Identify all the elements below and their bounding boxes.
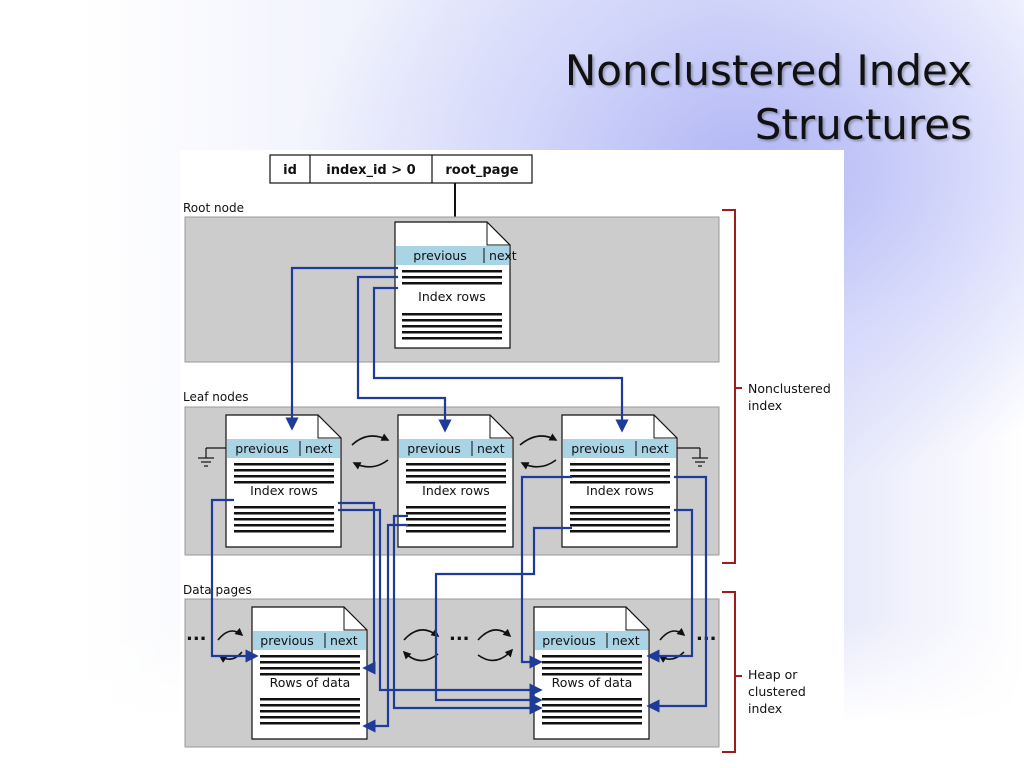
bracket-heap [722, 591, 742, 753]
level-label-leaf: Leaf nodes [183, 390, 248, 404]
bracket-label-heap-1: Heap or [748, 667, 798, 682]
sysindexes-col-id: id [283, 163, 297, 178]
page-body-label: Index rows [422, 483, 490, 498]
data-page-2: previous next Rows of data [533, 606, 650, 740]
page-body-label: Rows of data [552, 675, 633, 690]
page-body-label: Index rows [418, 289, 486, 304]
page-body-label: Index rows [586, 483, 654, 498]
bracket-label-heap-2: clustered [748, 684, 806, 699]
leaf-index-page-2: previous next Index rows [397, 414, 514, 548]
page-header-next: next [305, 441, 333, 456]
slide-title-line-2: Structures [754, 100, 972, 149]
slide-title: Nonclustered Index Structures [565, 44, 972, 152]
ground-symbol-left [198, 447, 226, 467]
data-page-1: previous next Rows of data [251, 606, 368, 740]
level-label-data: Data pages [183, 583, 252, 597]
ellipsis-left: ... [186, 624, 207, 645]
ground-symbol-right [677, 447, 708, 467]
page-header-next: next [641, 441, 669, 456]
sysindexes-row: id index_id > 0 root_page [269, 154, 533, 222]
leaf-to-data-pointers [210, 475, 708, 733]
leaf-link-arrows [351, 433, 558, 470]
level-label-root: Root node [183, 201, 244, 215]
page-header-previous: previous [260, 633, 313, 648]
page-body-label: Index rows [250, 483, 318, 498]
page-header-previous: previous [571, 441, 624, 456]
page-body-label: Rows of data [270, 675, 351, 690]
page-header-previous: previous [235, 441, 288, 456]
bracket-label-nonclustered-1: Nonclustered [748, 381, 831, 396]
leaf-index-page-1: previous next Index rows [225, 414, 342, 548]
leaf-index-page-3: previous next Index rows [561, 414, 678, 548]
page-header-next: next [612, 633, 640, 648]
page-header-next: next [477, 441, 505, 456]
page-header-next: next [489, 248, 517, 263]
bracket-label-heap-3: index [748, 701, 782, 716]
bracket-label-nonclustered-2: index [748, 398, 782, 413]
root-index-page: previous next Index rows [394, 221, 517, 349]
root-to-leaf-pointers [285, 266, 629, 433]
sysindexes-col-index-id: index_id > 0 [326, 163, 415, 178]
page-header-previous: previous [407, 441, 460, 456]
page-header-next: next [330, 633, 358, 648]
ellipsis-middle: ... [449, 624, 470, 645]
slide-title-line-1: Nonclustered Index [564, 46, 972, 95]
bracket-nonclustered [722, 209, 742, 564]
sysindexes-col-root-page: root_page [445, 163, 518, 178]
page-header-previous: previous [542, 633, 595, 648]
page-header-previous: previous [413, 248, 466, 263]
